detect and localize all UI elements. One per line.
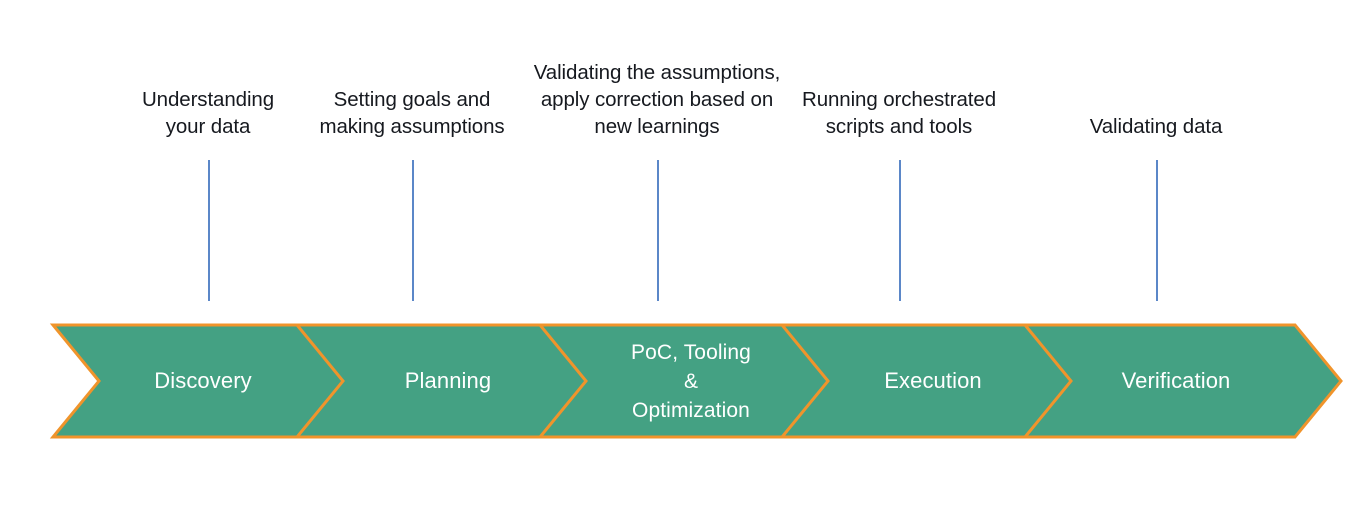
chevron-poc-tooling-optimization[interactable]: PoC, Tooling & Optimization (536, 323, 858, 439)
chevron-label-discovery: Discovery (154, 368, 252, 393)
chevron-label-execution: Execution (884, 368, 982, 393)
chevron-band: Discovery Planning PoC, Tooling & Optimi… (0, 323, 1345, 443)
annotation-text-poc-tooling-optimization: Validating the assumptions, apply correc… (533, 61, 781, 138)
phase-annotation-discovery: Understanding your data (58, 0, 358, 301)
chevron-label-verification: Verification (1121, 368, 1231, 393)
chevron-discovery[interactable]: Discovery (49, 323, 369, 439)
phase-annotation-execution: Running orchestrated scripts and tools (749, 0, 1049, 301)
phase-annotation-verification: Validating data (1006, 0, 1306, 301)
phase-annotation-poc-tooling-optimization: Validating the assumptions, apply correc… (507, 0, 807, 301)
chevron-shape-icon (1021, 323, 1343, 439)
connector-line-discovery (208, 160, 210, 301)
annotation-text-execution: Running orchestrated scripts and tools (801, 88, 996, 138)
annotation-text-discovery: Understanding your data (141, 88, 275, 138)
phase-annotation-planning: Setting goals and making assumptions (262, 0, 562, 301)
connector-line-execution (899, 160, 901, 301)
annotation-text-planning: Setting goals and making assumptions (319, 88, 505, 138)
connector-line-verification (1156, 160, 1158, 301)
chevron-label-planning: Planning (404, 368, 492, 393)
chevron-verification[interactable]: Verification (1021, 323, 1343, 439)
annotation-text-verification: Validating data (1089, 115, 1223, 138)
connector-line-poc-tooling-optimization (657, 160, 659, 301)
chevron-label-poc-tooling-optimization: PoC, Tooling & Optimization (631, 340, 751, 422)
connector-line-planning (412, 160, 414, 301)
